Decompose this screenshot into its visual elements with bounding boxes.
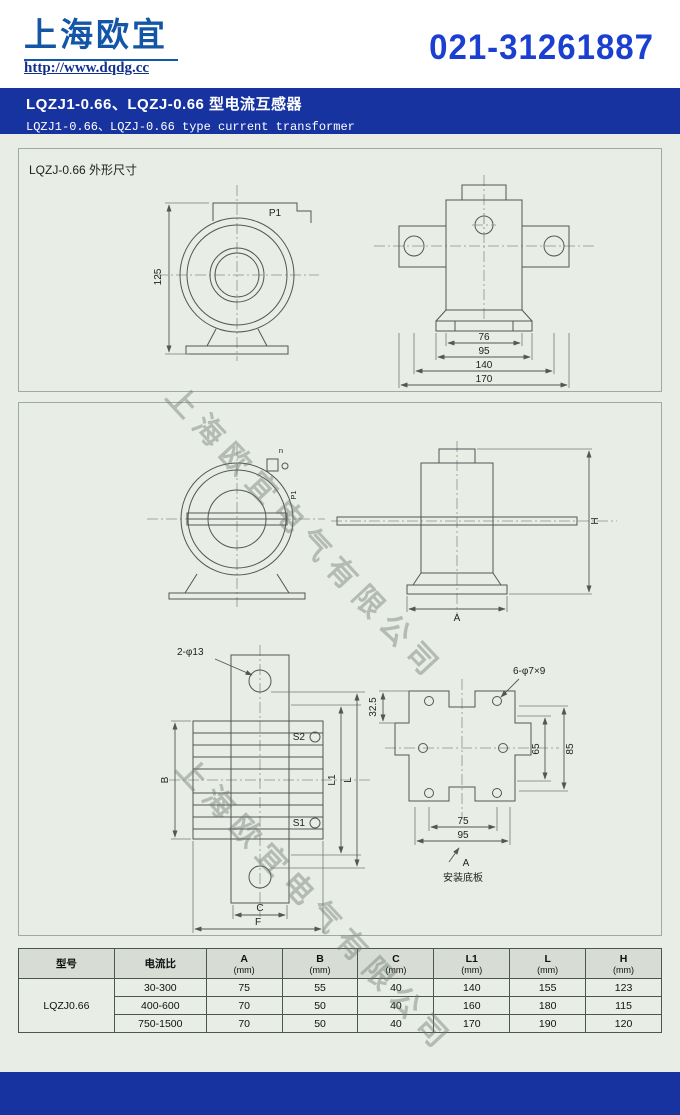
- dim-l-label: L: [343, 777, 354, 783]
- header-dim-l1-unit: (mm): [461, 964, 483, 975]
- content-area: LQZJ-0.66 外形尺寸: [0, 134, 680, 1072]
- section-view-geometry: [147, 445, 325, 607]
- dim-140-label: 140: [476, 360, 493, 371]
- table-row: 750-1500 70 50 40 170 190 120: [19, 1014, 662, 1033]
- value-cell: 55: [281, 978, 359, 997]
- table-row: 400-600 70 50 40 160 180 115: [19, 996, 662, 1015]
- company-logo[interactable]: 上海欧宜: [24, 8, 178, 61]
- dim-75-label: 75: [457, 816, 469, 827]
- value-cell: 155: [509, 978, 587, 997]
- spec-table: 型号 电流比 A(mm) B(mm) C(mm) L1(mm) L(mm) H(…: [18, 948, 662, 1033]
- value-cell: 180: [509, 996, 587, 1015]
- drawing-section-label: LQZJ-0.66 外形尺寸: [29, 163, 138, 177]
- drawing-panel-top: LQZJ-0.66 外形尺寸: [18, 148, 662, 392]
- ratio-cell: 750-1500: [113, 1014, 207, 1033]
- header-dim-b: B(mm): [281, 948, 359, 979]
- base-plate-caption: 安装底板: [443, 871, 483, 884]
- value-cell: 50: [281, 1014, 359, 1033]
- value-cell: 70: [205, 996, 283, 1015]
- dim-l1-label: L1: [327, 774, 338, 786]
- ratio-cell: 30-300: [113, 978, 207, 997]
- dim-a-label: A: [454, 613, 461, 624]
- holes-6d7x9-label: 6-φ7×9: [513, 666, 546, 677]
- dim-125-label: 125: [153, 268, 164, 285]
- header-dim-a: A(mm): [205, 948, 283, 979]
- header-dim-b-letter: B: [316, 952, 324, 965]
- dim-h-label: H: [590, 517, 601, 524]
- value-cell: 40: [357, 978, 435, 997]
- dim-76-label: 76: [478, 332, 490, 343]
- ratio-cell: 400-600: [113, 996, 207, 1015]
- p1-terminal-label: P1: [269, 208, 282, 219]
- value-cell: 123: [585, 978, 662, 997]
- header-dim-l: L(mm): [509, 948, 587, 979]
- value-cell: 140: [433, 978, 511, 997]
- header-dim-h-unit: (mm): [613, 964, 635, 975]
- s2-terminal-label: S2: [293, 732, 306, 743]
- profile-view-geometry: [331, 441, 617, 615]
- phone-number: 021-31261887: [429, 26, 654, 67]
- header-dim-c: C(mm): [357, 948, 435, 979]
- table-header-row: 型号 电流比 A(mm) B(mm) C(mm) L1(mm) L(mm) H(…: [18, 948, 662, 979]
- header-dim-h-letter: H: [619, 952, 628, 965]
- header-dim-l-letter: L: [544, 952, 551, 965]
- header-dim-l-unit: (mm): [537, 964, 559, 975]
- header-dim-l1: L1(mm): [433, 948, 511, 979]
- header-dim-c-unit: (mm): [385, 964, 407, 975]
- dim-95b-label: 95: [457, 830, 469, 841]
- dim-32-5-label: 32.5: [368, 697, 379, 717]
- header-dim-l1-letter: L1: [465, 952, 478, 965]
- side-view-geometry: [374, 175, 594, 388]
- value-cell: 40: [357, 1014, 435, 1033]
- page-header: 上海欧宜 http://www.dqdg.cc 021-31261887: [0, 0, 680, 88]
- drawing-bottom-views: n P1: [147, 441, 617, 933]
- header-dim-b-unit: (mm): [309, 964, 331, 975]
- product-title-cn: LQZJ1-0.66、LQZJ-0.66 型电流互感器: [26, 96, 303, 113]
- header-dim-h: H(mm): [585, 948, 662, 979]
- header-dim-a-letter: A: [240, 952, 248, 965]
- value-cell: 160: [433, 996, 511, 1015]
- model-cell: LQZJ0.66: [18, 978, 115, 1033]
- dim-85-label: 85: [565, 743, 576, 755]
- holes-2d13-label: 2-φ13: [177, 647, 204, 658]
- n-terminal-label: n: [279, 446, 283, 455]
- dimension-view-geometry: [169, 645, 371, 933]
- front-view-geometry: [157, 185, 319, 361]
- value-cell: 190: [509, 1014, 587, 1033]
- dim-170-label: 170: [476, 374, 493, 385]
- value-cell: 120: [585, 1014, 662, 1033]
- value-cell: 40: [357, 996, 435, 1015]
- value-cell: 75: [205, 978, 283, 997]
- base-plate-geometry: [379, 678, 568, 863]
- table-row: LQZJ0.66 30-300 75 55 40 140 155 123: [18, 978, 662, 1033]
- dim-c-label: C: [256, 903, 263, 914]
- header-model: 型号: [18, 948, 115, 979]
- dim-95-label: 95: [478, 346, 490, 357]
- header-dim-c-letter: C: [392, 952, 400, 965]
- value-cell: 70: [205, 1014, 283, 1033]
- dim-b-label: B: [160, 776, 171, 783]
- footer-bar: [0, 1072, 680, 1115]
- product-title-en: LQZJ1-0.66、LQZJ-0.66 type current transf…: [26, 120, 355, 134]
- header-ratio: 电流比: [113, 948, 207, 979]
- dim-f-label: F: [255, 917, 261, 928]
- drawing-top-views: 125 P1: [153, 175, 594, 388]
- plate-a-label: A: [463, 858, 470, 869]
- value-cell: 115: [585, 996, 662, 1015]
- dim-65-label: 65: [531, 743, 542, 755]
- value-cell: 50: [281, 996, 359, 1015]
- p1-terminal-label-2: P1: [289, 490, 298, 499]
- header-dim-a-unit: (mm): [233, 964, 255, 975]
- website-link[interactable]: http://www.dqdg.cc: [24, 60, 150, 76]
- value-cell: 170: [433, 1014, 511, 1033]
- s1-terminal-label: S1: [293, 818, 306, 829]
- title-banner: LQZJ1-0.66、LQZJ-0.66 型电流互感器 LQZJ1-0.66、L…: [0, 88, 680, 134]
- drawing-panel-bottom: n P1: [18, 402, 662, 936]
